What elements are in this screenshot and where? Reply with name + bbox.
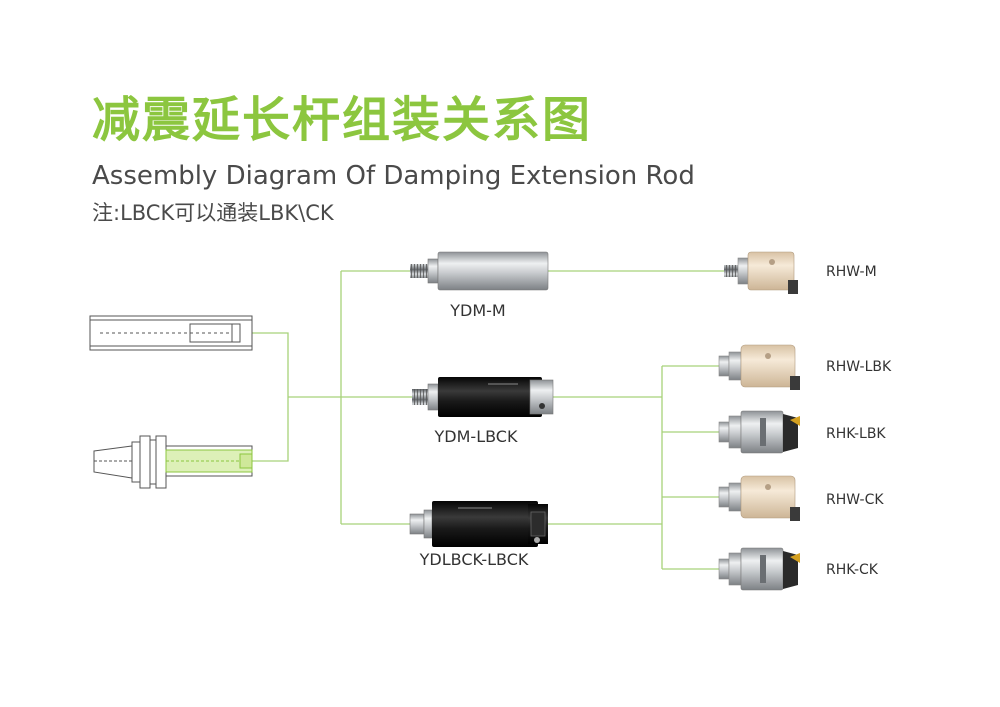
head-rhw-ck: [718, 475, 800, 521]
head-label-rhk-ck: RHK-CK: [826, 562, 879, 578]
head-label-rhw-lbk: RHW-LBK: [826, 359, 892, 375]
rod-label-ydm-m: YDM-M: [449, 301, 505, 320]
rod-label-ydm-lbck: YDM-LBCK: [434, 427, 518, 446]
head-label-rhk-lbk: RHK-LBK: [826, 426, 886, 442]
head-rhw-m: [724, 251, 798, 294]
head-label-rhw-m: RHW-M: [826, 264, 877, 280]
taper-shank-drawing: [93, 435, 253, 489]
rod-label-ydlbck-lbck: YDLBCK-LBCK: [419, 550, 529, 569]
rod-ydm-m: [410, 251, 549, 291]
head-label-rhw-ck: RHW-CK: [826, 492, 884, 508]
rod-ydlbck-lbck: [409, 501, 548, 547]
rod-ydm-lbck: [412, 377, 554, 417]
compatibility-note: 注:LBCK可以通装LBK\CK: [92, 201, 334, 225]
boring-holder-drawing: [89, 315, 253, 351]
head-rhw-lbk: [718, 344, 800, 390]
head-rhk-ck: [718, 547, 800, 591]
page-title: 减震延长杆组装关系图: [92, 92, 593, 148]
connector-lines: [252, 270, 724, 570]
page-subtitle: Assembly Diagram Of Damping Extension Ro…: [92, 161, 695, 191]
head-rhk-lbk: [718, 410, 800, 454]
